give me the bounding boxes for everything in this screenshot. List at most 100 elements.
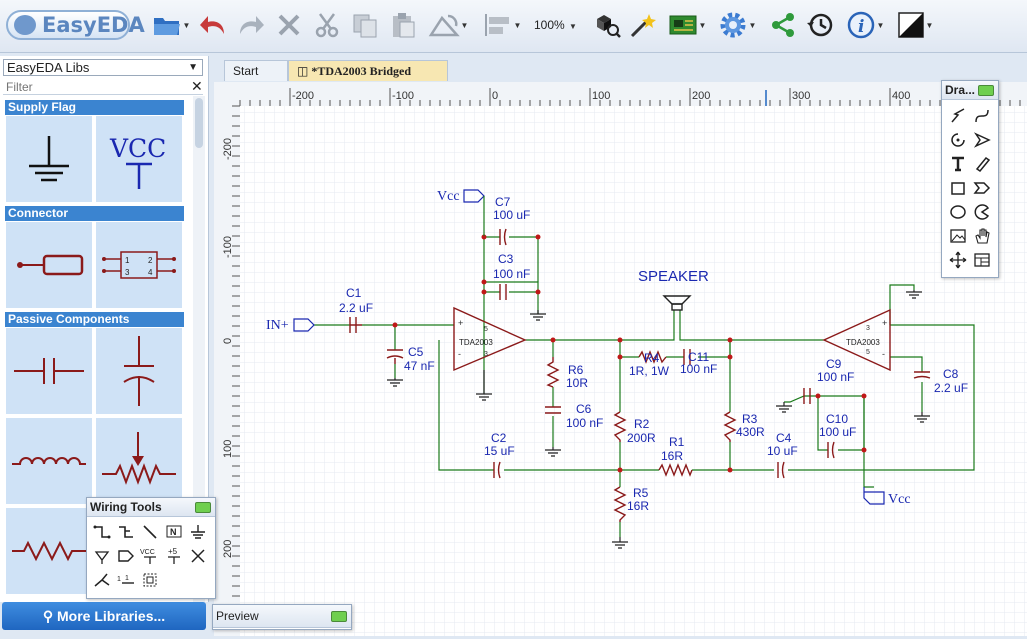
zoom-level[interactable]: 100% ▼ [534, 18, 577, 32]
rectangle-icon[interactable] [946, 176, 970, 200]
filter-input[interactable] [3, 79, 203, 95]
preview-header[interactable]: Preview [213, 605, 351, 628]
copy-button[interactable] [348, 9, 382, 41]
net-port-icon[interactable] [114, 544, 138, 568]
pcb-button[interactable]: ▼ [664, 9, 710, 41]
component-ref[interactable]: R3 [742, 412, 758, 426]
component-value[interactable]: 100 nF [566, 416, 603, 430]
component-value[interactable]: 2.2 uF [934, 381, 968, 395]
net-port-in[interactable]: IN+ [266, 318, 315, 333]
category-supply-flag[interactable]: Supply Flag [5, 100, 184, 115]
component-ref[interactable]: C8 [943, 367, 959, 381]
canvas-origin-icon[interactable] [946, 248, 970, 272]
wiring-tools-header[interactable]: Wiring Tools [87, 498, 215, 517]
library-item-inductor[interactable] [6, 418, 92, 504]
schematic-canvas[interactable]: -200 -100 0 100 200 300 400 -200 -100 0 … [214, 82, 1027, 636]
tab-start[interactable]: Start [224, 60, 288, 81]
bus-entry-icon[interactable] [138, 520, 162, 544]
component-value[interactable]: 47 nF [404, 359, 435, 373]
library-item-potentiometer[interactable] [96, 418, 182, 504]
category-connector[interactable]: Connector [5, 206, 184, 221]
magic-button[interactable] [626, 9, 660, 41]
component-ref[interactable]: C10 [826, 412, 848, 426]
group-icon[interactable] [138, 568, 162, 592]
component-ref[interactable]: C3 [498, 252, 514, 266]
cut-button[interactable] [310, 9, 344, 41]
vcc-flag-icon[interactable]: VCC [138, 544, 162, 568]
bom-button[interactable] [590, 9, 624, 41]
component-ref[interactable]: C2 [491, 431, 507, 445]
bezier-icon[interactable] [970, 104, 994, 128]
component-ref[interactable]: R4 [644, 351, 660, 365]
net-port-vcc-top[interactable]: Vcc [437, 189, 485, 236]
more-libraries-button[interactable]: ⚲ More Libraries... [2, 602, 206, 630]
drag-icon[interactable] [970, 248, 994, 272]
voltage-probe-icon[interactable] [90, 568, 114, 592]
library-item-resistor[interactable] [6, 508, 92, 594]
component-value[interactable]: 430R [736, 425, 765, 439]
ic-tda2003-right[interactable]: TDA2003 +- 3 5 [822, 308, 891, 372]
category-passive-components[interactable]: Passive Components [5, 312, 184, 327]
component-ref[interactable]: C6 [576, 402, 592, 416]
theme-button[interactable]: ▼ [892, 9, 938, 41]
component-value[interactable]: 15 uF [484, 444, 515, 458]
minimize-icon[interactable] [195, 502, 211, 513]
wire-icon[interactable] [90, 520, 114, 544]
minimize-icon[interactable] [331, 611, 347, 622]
library-item-capacitor[interactable] [6, 328, 92, 414]
polygon-icon[interactable] [970, 176, 994, 200]
drawing-tools-panel[interactable]: Dra... [941, 80, 999, 278]
text-icon[interactable] [946, 152, 970, 176]
folder-button[interactable]: ▼ [150, 9, 192, 41]
component-ref[interactable]: C11 [688, 350, 709, 364]
component-value[interactable]: 2.2 uF [339, 301, 373, 315]
pie-icon[interactable] [970, 200, 994, 224]
arc-icon[interactable] [946, 128, 970, 152]
paste-button[interactable] [386, 9, 420, 41]
net-label-icon[interactable]: N [162, 520, 186, 544]
schematic-drawing[interactable]: -200 -100 0 100 200 300 400 -200 -100 0 … [214, 82, 1027, 636]
component-value[interactable]: 200R [627, 431, 656, 445]
clear-filter-icon[interactable]: ✕ [191, 78, 203, 94]
align-button[interactable]: ▼ [480, 9, 524, 41]
freehand-icon[interactable] [970, 152, 994, 176]
net-flag-icon[interactable] [90, 544, 114, 568]
component-ref[interactable]: R6 [568, 363, 584, 377]
image-icon[interactable] [946, 224, 970, 248]
library-item-ground[interactable] [6, 116, 92, 202]
component-ref[interactable]: C5 [408, 345, 424, 359]
component-value[interactable]: 100 nF [680, 362, 717, 376]
component-ref[interactable]: R5 [633, 486, 649, 500]
easyeda-logo[interactable]: EasyEDA [6, 10, 145, 40]
component-ref[interactable]: R1 [669, 435, 685, 449]
library-item-polarized-capacitor[interactable] [96, 328, 182, 414]
ground-icon[interactable] [186, 520, 210, 544]
redo-button[interactable] [234, 9, 268, 41]
ic-tda2003-left[interactable]: TDA2003 +- 5 3 [453, 306, 527, 401]
ellipse-icon[interactable] [946, 200, 970, 224]
pan-icon[interactable] [970, 224, 994, 248]
rotate-button[interactable]: ▼ [424, 9, 472, 41]
arrowhead-icon[interactable] [970, 128, 994, 152]
library-scrollbar[interactable] [193, 96, 205, 602]
share-button[interactable] [766, 9, 800, 41]
drawing-tools-header[interactable]: Dra... [942, 81, 998, 100]
component-ref[interactable]: C9 [826, 357, 842, 371]
settings-button[interactable]: ▼ [714, 9, 760, 41]
tab-tda2003-bridged[interactable]: ◫ *TDA2003 Bridged [288, 60, 448, 81]
component-value[interactable]: 10R [566, 376, 588, 390]
component-value[interactable]: 1R, 1W [629, 364, 670, 378]
history-button[interactable] [802, 9, 838, 41]
minimize-icon[interactable] [978, 85, 994, 96]
bus-icon[interactable] [114, 520, 138, 544]
component-value[interactable]: 10 uF [767, 444, 798, 458]
preview-panel[interactable]: Preview [212, 604, 352, 630]
library-item-connector[interactable] [6, 222, 92, 308]
library-item-vcc[interactable]: VCC [96, 116, 182, 202]
library-select[interactable]: EasyEDA Libs▼ [3, 59, 203, 76]
component-ref[interactable]: C4 [776, 431, 792, 445]
polyline-icon[interactable] [946, 104, 970, 128]
